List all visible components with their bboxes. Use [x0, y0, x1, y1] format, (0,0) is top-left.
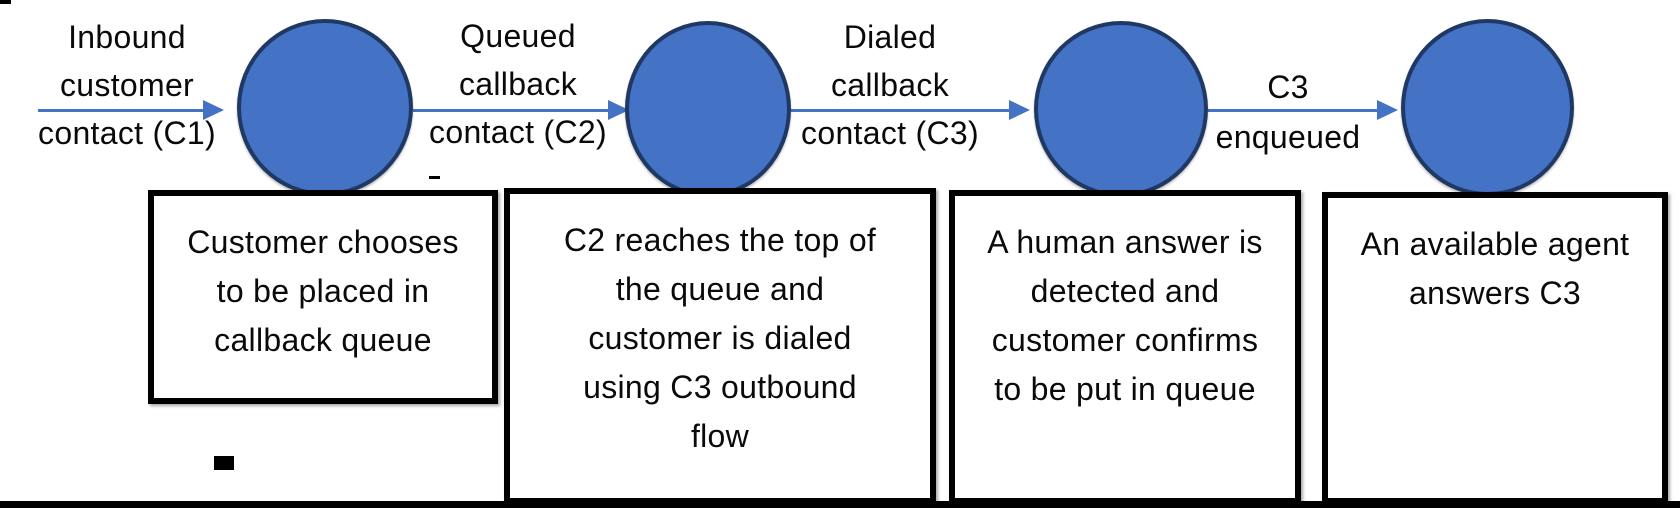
arrow-head-icon — [1377, 100, 1398, 120]
transition-label-c3-enqueued: C3 enqueued — [1215, 69, 1361, 155]
transition-label-dialed-callback-c3: Dialed callback contact (C3) — [801, 19, 979, 151]
step-text: C2 reaches the top of the queue and cust… — [563, 222, 877, 454]
arrow-shaft — [413, 109, 608, 112]
arrow-head-icon — [1009, 100, 1030, 120]
arrow-head-icon — [608, 100, 629, 120]
transition-label-queued-callback-c2: Queued callback contact (C2) — [429, 18, 607, 150]
arrow-shaft — [38, 109, 203, 112]
state-node-2 — [625, 21, 791, 197]
state-node-1 — [237, 19, 413, 196]
step-box-human-answer: A human answer is detected and customer … — [949, 190, 1301, 504]
arrow-head-icon — [203, 100, 224, 120]
state-node-4 — [1401, 19, 1574, 196]
bottom-border-line — [0, 501, 1680, 508]
transition-label-inbound-contact-c1: Inbound customer contact (C1) — [38, 19, 216, 151]
arrow-shaft — [791, 109, 1009, 112]
step-text: An available agent answers C3 — [1360, 226, 1630, 311]
step-box-customer-chooses: Customer chooses to be placed in callbac… — [148, 190, 498, 404]
square-bullet-mark — [214, 456, 234, 470]
step-box-agent-answers: An available agent answers C3 — [1322, 192, 1668, 504]
corner-artifact-mark — [0, 0, 11, 4]
step-text: Customer chooses to be placed in callbac… — [187, 224, 459, 358]
step-box-c2-dialed: C2 reaches the top of the queue and cust… — [504, 188, 936, 504]
step-text: A human answer is detected and customer … — [987, 224, 1263, 407]
state-node-3 — [1034, 21, 1208, 197]
arrow-shaft — [1208, 109, 1377, 112]
dash-artifact-mark — [429, 176, 440, 179]
